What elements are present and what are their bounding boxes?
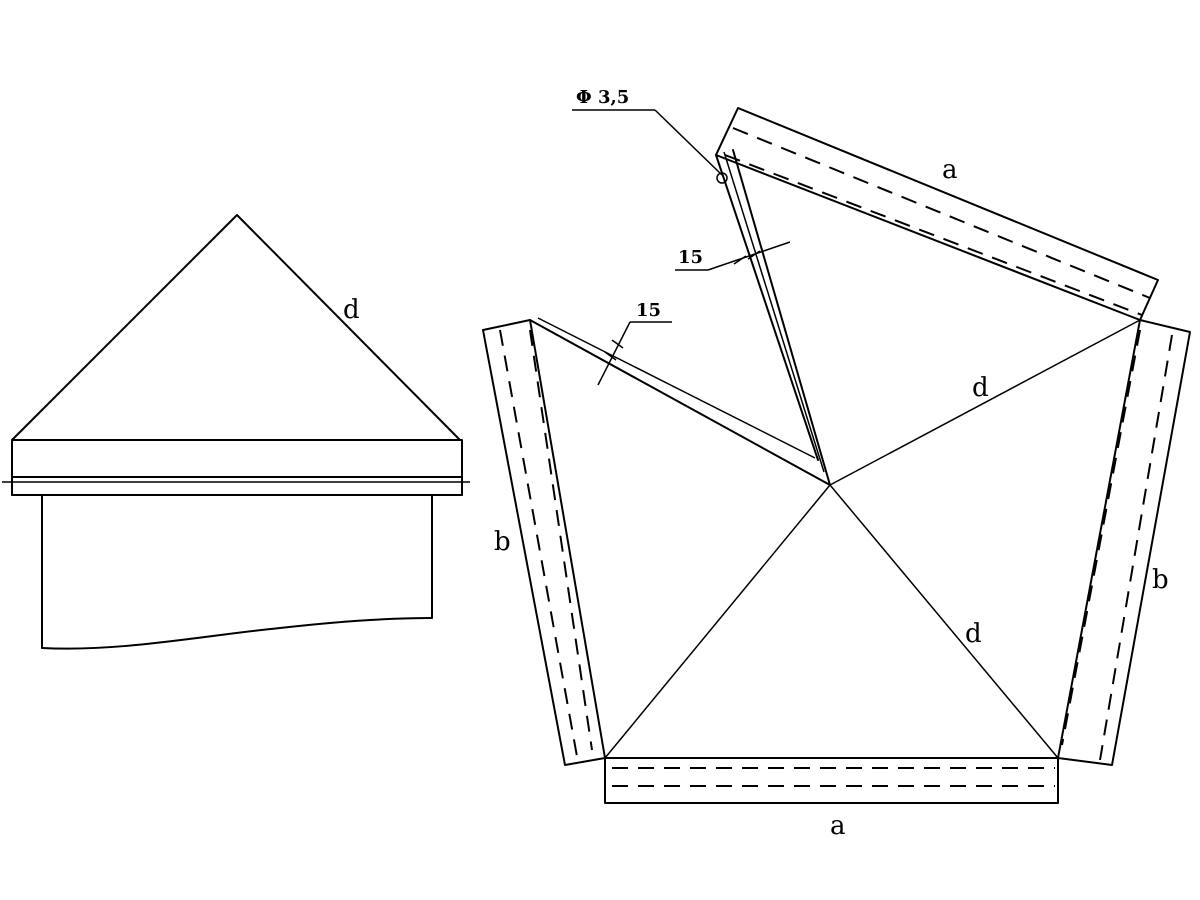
- dim-left-tick-2: [611, 339, 624, 349]
- dim-left-tick-1: [604, 351, 617, 361]
- upper-flange-inner: [732, 149, 831, 486]
- left-panel-fold-2: [529, 329, 593, 751]
- dim-top-leader: [707, 241, 791, 271]
- dim-top-tick-1: [733, 255, 747, 265]
- cap-rim: [11, 439, 463, 478]
- right-panel-fold-1: [1099, 334, 1173, 761]
- label-flange-width-left: 15: [636, 300, 661, 321]
- diagonal-upper-right: [829, 319, 1141, 486]
- label-flange-width-top: 15: [678, 247, 703, 268]
- upper-flange-mid: [723, 151, 825, 473]
- hole-marker: [716, 172, 728, 184]
- dim-top-tick-2: [747, 250, 761, 260]
- label-lower-diagonal: d: [965, 619, 982, 649]
- top-panel-fold-2: [724, 154, 1143, 316]
- top-panel-outline: [715, 107, 1159, 321]
- flat-pattern: a b b a d d: [482, 87, 1191, 841]
- top-panel-fold-1: [732, 127, 1151, 299]
- bottom-panel: a: [604, 757, 1059, 841]
- top-panel: a: [715, 107, 1159, 321]
- label-right-side: b: [1152, 565, 1169, 595]
- upper-flange-outer: [715, 154, 819, 461]
- right-panel-fold-2: [1061, 329, 1141, 746]
- label-top-side: a: [942, 155, 958, 185]
- label-upper-diagonal: d: [972, 373, 989, 403]
- label-roof-edge: d: [343, 295, 360, 325]
- upper-flange: [715, 149, 831, 486]
- left-panel: b: [482, 319, 606, 766]
- right-panel: b: [1057, 319, 1191, 766]
- diagonal-lower-right: [829, 484, 1059, 759]
- diagonal-upper-left: [529, 319, 831, 486]
- hole-callout: Φ 3,5: [572, 87, 728, 184]
- label-bottom-side: a: [830, 811, 846, 841]
- post-break-line: [41, 617, 433, 650]
- diagonal-lower-left: [604, 484, 831, 759]
- diagonal-upper-left-inner: [537, 317, 816, 459]
- hole-leader: [654, 109, 723, 176]
- label-left-side: b: [494, 527, 511, 557]
- left-panel-fold-1: [499, 329, 579, 763]
- label-hole-callout: Φ 3,5: [576, 87, 629, 108]
- cap-side-view: d: [2, 214, 470, 650]
- dimension-top-flange: 15: [675, 241, 791, 271]
- right-panel-outline: [1057, 319, 1191, 766]
- cap-roof: [11, 214, 461, 441]
- dimension-left-flange: 15: [597, 300, 672, 386]
- dim-left-leader: [597, 321, 631, 386]
- bottom-panel-outline: [604, 757, 1059, 804]
